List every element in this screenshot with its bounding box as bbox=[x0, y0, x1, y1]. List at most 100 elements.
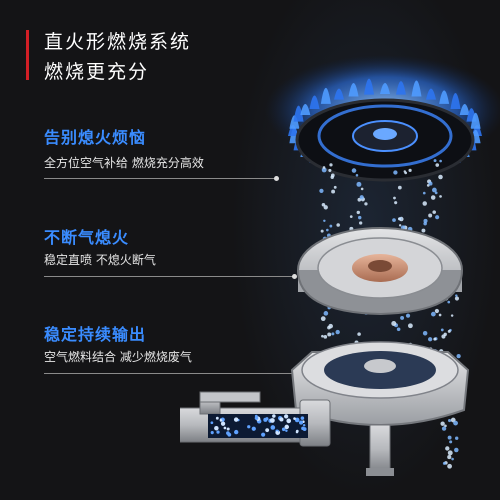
air-particle bbox=[422, 331, 428, 336]
pipe-gas-particles bbox=[210, 414, 307, 437]
air-particle bbox=[331, 189, 336, 194]
air-particle bbox=[449, 440, 453, 444]
flame-tongue bbox=[380, 83, 390, 94]
flame-tongue bbox=[320, 87, 331, 104]
air-particle bbox=[444, 424, 447, 428]
gas-particle bbox=[265, 428, 270, 433]
gas-particle bbox=[210, 421, 214, 425]
air-particle bbox=[321, 334, 324, 338]
feature-divider-3 bbox=[44, 373, 306, 374]
gas-particle bbox=[210, 431, 214, 435]
gas-particle bbox=[279, 417, 284, 422]
distributor-hole bbox=[368, 260, 392, 272]
air-particle bbox=[434, 191, 438, 195]
gas-particle bbox=[299, 420, 304, 425]
gas-particle bbox=[234, 429, 239, 435]
gas-particle bbox=[261, 432, 266, 437]
feature-pointer-dot-2 bbox=[292, 274, 297, 279]
air-particle bbox=[328, 168, 332, 172]
air-particle bbox=[441, 426, 447, 431]
air-particle bbox=[357, 332, 361, 336]
gas-supply-pipe bbox=[180, 391, 331, 447]
air-particle bbox=[349, 215, 353, 218]
air-particle bbox=[439, 195, 442, 198]
feature-divider-1 bbox=[44, 178, 276, 179]
air-particle bbox=[326, 228, 329, 232]
air-particle bbox=[330, 175, 334, 179]
air-particle bbox=[320, 316, 326, 322]
base-nozzle bbox=[364, 359, 396, 373]
gas-particle bbox=[294, 417, 300, 423]
air-particle bbox=[451, 457, 454, 461]
air-particle bbox=[356, 210, 360, 215]
base-stem bbox=[369, 424, 391, 474]
air-particle bbox=[456, 353, 461, 359]
air-particle bbox=[427, 337, 433, 342]
flame-tongue bbox=[309, 95, 320, 110]
gas-particle bbox=[302, 427, 307, 431]
gas-particle bbox=[281, 427, 286, 432]
air-particle bbox=[333, 185, 337, 189]
air-particle bbox=[430, 195, 436, 200]
air-particle bbox=[440, 421, 445, 426]
gas-particle bbox=[270, 418, 275, 423]
air-particle bbox=[364, 202, 368, 206]
air-particle bbox=[321, 167, 327, 173]
gas-particle bbox=[285, 429, 288, 432]
air-particle bbox=[422, 201, 427, 206]
air-particle bbox=[454, 447, 459, 453]
air-particle bbox=[391, 321, 397, 327]
air-particle bbox=[439, 159, 442, 163]
air-particle bbox=[447, 435, 452, 440]
air-particle bbox=[359, 195, 364, 200]
flame-tongue bbox=[348, 83, 359, 97]
feature-pointer-dot-1 bbox=[274, 176, 279, 181]
air-particle bbox=[396, 327, 401, 332]
gas-particle bbox=[220, 421, 226, 426]
gas-particle bbox=[293, 417, 296, 420]
air-particle bbox=[323, 335, 328, 339]
gas-particle bbox=[219, 419, 223, 422]
pipe-top-arm bbox=[199, 391, 261, 403]
feature-desc-3: 空气燃料结合 减少燃烧废气 bbox=[44, 350, 192, 364]
air-particle bbox=[455, 294, 458, 297]
air-particle bbox=[323, 205, 328, 210]
air-particle bbox=[447, 463, 452, 469]
flame-tongue bbox=[439, 90, 450, 104]
air-particle bbox=[435, 163, 440, 167]
air-particle bbox=[434, 308, 439, 314]
air-particle bbox=[455, 436, 459, 440]
flame-tongue bbox=[364, 78, 375, 95]
gas-particle bbox=[265, 417, 269, 421]
air-particle bbox=[428, 213, 433, 218]
flame-tongue bbox=[334, 88, 344, 100]
burner-core-highlight bbox=[373, 128, 397, 140]
air-particle bbox=[351, 168, 357, 173]
air-particle bbox=[447, 300, 451, 304]
gas-particle bbox=[223, 426, 227, 430]
air-particle bbox=[408, 168, 412, 172]
air-particle bbox=[397, 185, 402, 190]
gas-particle bbox=[233, 417, 239, 422]
air-particle bbox=[423, 218, 428, 223]
flame-tongue bbox=[395, 81, 406, 95]
feature-title-3: 稳定持续输出 bbox=[44, 325, 147, 344]
gas-particle bbox=[300, 416, 305, 420]
air-particle bbox=[432, 210, 436, 214]
air-particle bbox=[328, 323, 333, 329]
air-particle bbox=[400, 315, 405, 320]
feature-desc-1: 全方位空气补给 燃烧充分高效 bbox=[44, 156, 204, 170]
gas-particle bbox=[247, 425, 251, 429]
feature-title-1: 告别熄火烦恼 bbox=[44, 128, 147, 147]
air-particle bbox=[393, 170, 398, 175]
air-particle bbox=[447, 329, 451, 333]
burner-exploded-illustration bbox=[180, 55, 500, 476]
air-particle bbox=[454, 296, 460, 301]
air-particle bbox=[323, 219, 326, 223]
air-particle bbox=[359, 221, 363, 225]
flame-tongue bbox=[411, 80, 422, 97]
burner-base bbox=[290, 341, 470, 476]
air-particle bbox=[432, 187, 437, 193]
gas-particle bbox=[214, 425, 219, 431]
